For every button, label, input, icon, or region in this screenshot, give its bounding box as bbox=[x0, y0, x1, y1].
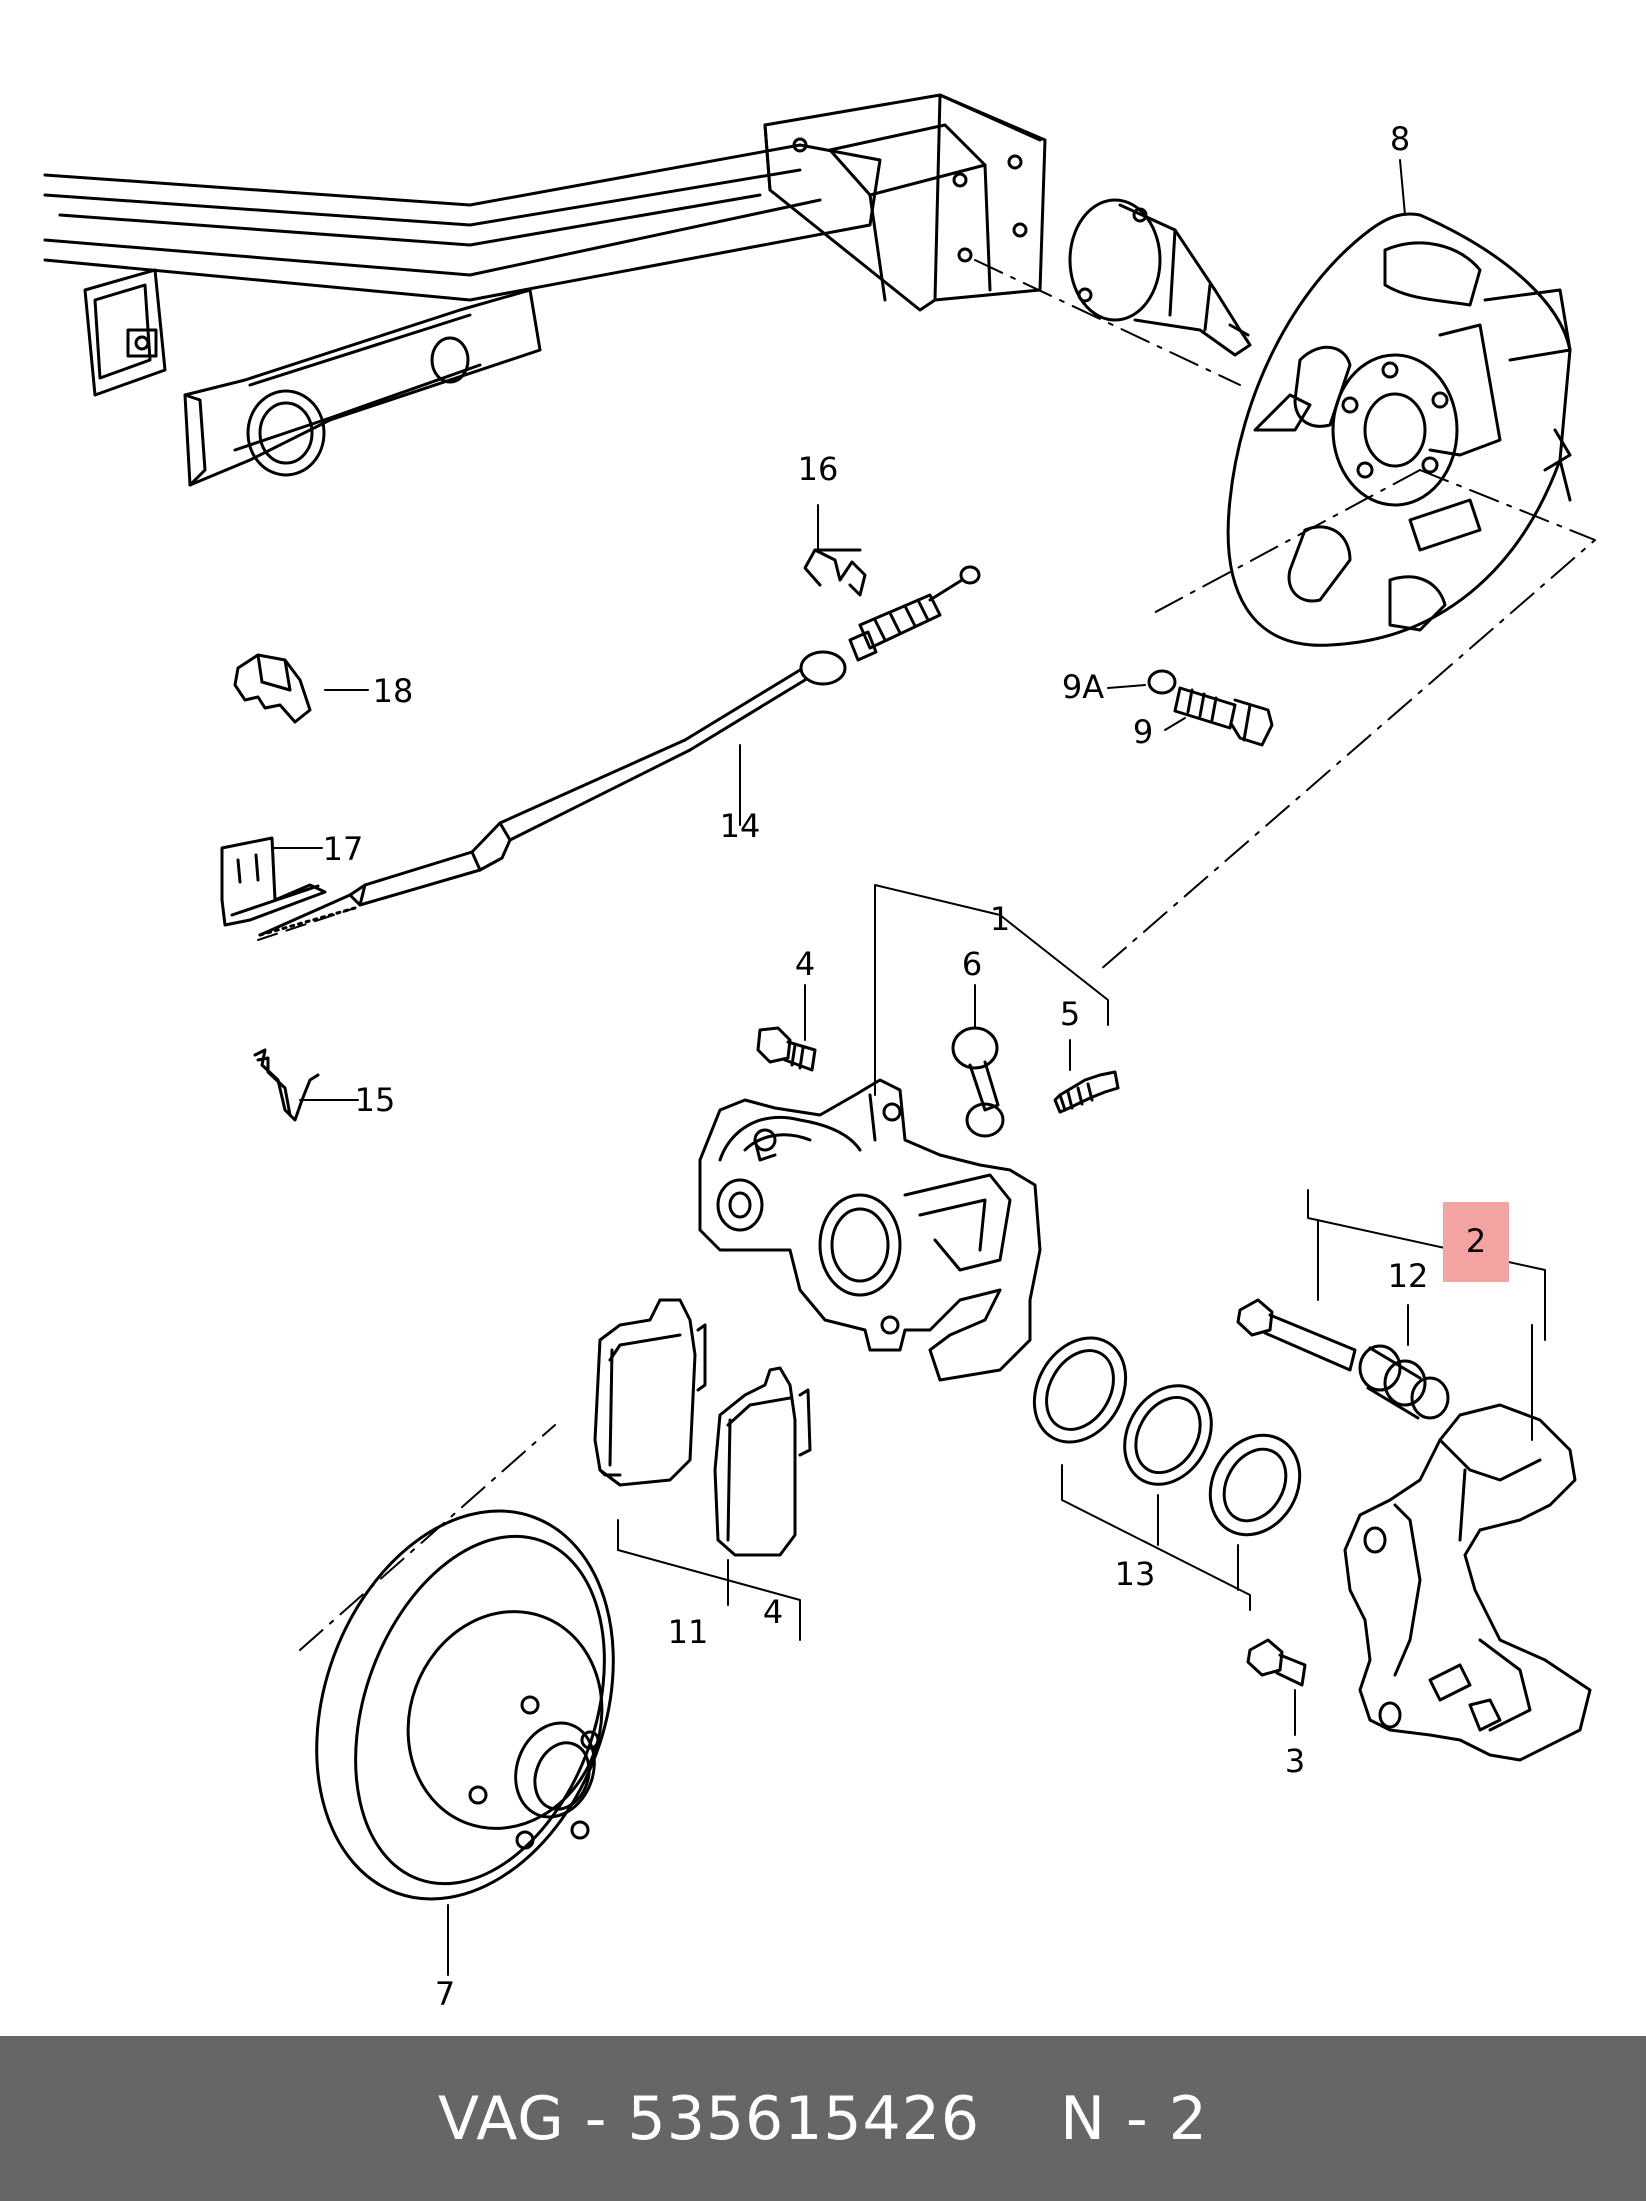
support-bracket bbox=[220, 836, 327, 927]
backplate-bolt bbox=[1147, 669, 1274, 747]
callout-14: 14 bbox=[720, 807, 761, 845]
callout-1: 1 bbox=[990, 900, 1010, 938]
callout-8: 8 bbox=[1390, 120, 1410, 158]
part-number-footer: VAG - 535615426 N - 2 bbox=[0, 2036, 1646, 2201]
brake-pad-outer bbox=[713, 1366, 812, 1557]
stub-axle bbox=[1068, 198, 1252, 357]
highlight-box bbox=[1443, 1202, 1509, 1282]
bleed-valve bbox=[1053, 1070, 1120, 1114]
cable-clip bbox=[803, 548, 867, 597]
exploded-view-drawing: 8 16 18 17 14 9A 9 1 4 6 5 15 2 12 13 11… bbox=[43, 93, 1596, 2013]
callout-13: 13 bbox=[1115, 1555, 1156, 1593]
brake-backplate bbox=[1226, 212, 1572, 647]
parts-diagram: 8 16 18 17 14 9A 9 1 4 6 5 15 2 12 13 11… bbox=[43, 93, 1596, 2013]
callout-4-top: 4 bbox=[795, 945, 815, 983]
carrier-bolt bbox=[1246, 1638, 1307, 1687]
callout-5: 5 bbox=[1060, 995, 1080, 1033]
caliper-bolt bbox=[756, 1026, 817, 1072]
callout-2: 2 bbox=[1466, 1222, 1486, 1260]
guide-bolt bbox=[1236, 1298, 1357, 1372]
brake-pad-inner bbox=[593, 1298, 707, 1487]
spring-clip bbox=[253, 1048, 320, 1122]
leader-lines bbox=[271, 159, 1546, 1976]
part-reference: VAG - 535615426 bbox=[438, 2083, 981, 2154]
callout-4-bottom: 4 bbox=[763, 1593, 783, 1631]
callout-9: 9 bbox=[1133, 713, 1153, 751]
callout-3: 3 bbox=[1285, 1742, 1305, 1780]
seal-ring-3 bbox=[1208, 1433, 1302, 1537]
callout-12: 12 bbox=[1388, 1257, 1429, 1295]
callout-9a: 9A bbox=[1062, 668, 1104, 706]
callout-18: 18 bbox=[373, 672, 414, 710]
brake-caliper-housing bbox=[698, 1078, 1042, 1382]
callout-6: 6 bbox=[962, 945, 982, 983]
caliper-carrier bbox=[1343, 1403, 1592, 1762]
callout-17: 17 bbox=[323, 830, 364, 868]
rear-axle-beam bbox=[43, 93, 1047, 487]
brake-disc bbox=[315, 1509, 615, 1901]
callout-16: 16 bbox=[798, 450, 839, 488]
cable-bracket bbox=[233, 653, 312, 724]
callout-11: 11 bbox=[668, 1613, 709, 1651]
callout-7: 7 bbox=[435, 1975, 455, 2013]
position-reference: N - 2 bbox=[1060, 2083, 1208, 2154]
handbrake-cable bbox=[258, 565, 981, 937]
guide-pin-bleed bbox=[951, 1026, 1005, 1138]
guide-boot bbox=[1358, 1344, 1450, 1420]
seal-ring-2 bbox=[1123, 1384, 1213, 1486]
callout-15: 15 bbox=[355, 1081, 396, 1119]
seal-ring-1 bbox=[1032, 1336, 1128, 1444]
